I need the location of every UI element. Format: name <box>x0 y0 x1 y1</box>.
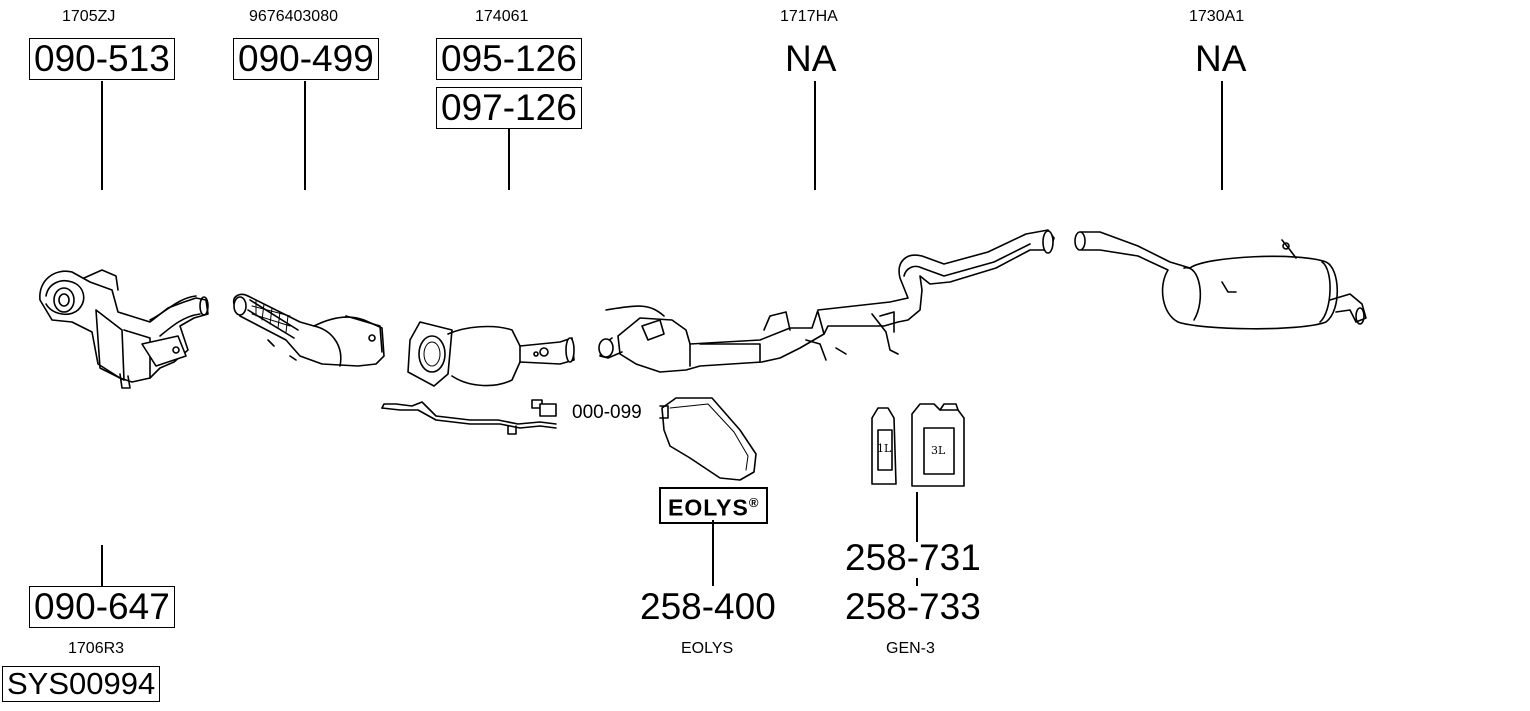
additive-label: EOLYS <box>681 640 734 657</box>
part-number-fluid-2[interactable]: 258-733 <box>845 586 981 627</box>
middle-pipe-drawing <box>598 229 1055 373</box>
leader-line <box>304 81 306 190</box>
part-number-box[interactable]: 090-499 <box>233 38 379 80</box>
bottle-large-label: 3L <box>931 444 946 457</box>
leader-line <box>916 492 918 542</box>
fluid-label: GEN-3 <box>886 640 935 657</box>
sensor-cable-drawing <box>381 399 557 435</box>
oem-label-1: 1705ZJ <box>62 8 116 25</box>
leader-line <box>814 81 816 190</box>
part-number-na: NA <box>785 38 837 79</box>
eolys-brand-logo: EOLYS® <box>659 487 769 524</box>
part-number-box[interactable]: 090-647 <box>29 586 175 628</box>
oem-label-4: 1717HA <box>780 8 838 25</box>
oem-label-3: 174061 <box>475 8 529 25</box>
part-number-box[interactable]: 090-513 <box>29 38 175 80</box>
part-number-box[interactable]: 097-126 <box>436 87 582 129</box>
bottle-small-label: 1L <box>877 442 892 455</box>
leader-line <box>1221 81 1223 190</box>
part-number-box[interactable]: 095-126 <box>436 38 582 80</box>
additive-bag-drawing <box>659 397 757 481</box>
part-number-fluid-1[interactable]: 258-731 <box>845 537 981 578</box>
particulate-filter-drawing <box>407 321 575 387</box>
part-number-additive[interactable]: 258-400 <box>640 586 776 627</box>
manifold-catalyst-drawing <box>39 269 209 389</box>
fluid-bottles-drawing <box>871 403 965 487</box>
oem-label-kit: 1706R3 <box>68 640 125 657</box>
sensor-part-number[interactable]: 000-099 <box>572 402 642 423</box>
oem-label-5: 1730A1 <box>1189 8 1245 25</box>
part-number-na: NA <box>1195 38 1247 79</box>
leader-line <box>508 129 510 190</box>
system-code-box[interactable]: SYS00994 <box>2 666 161 702</box>
flex-pipe-catalyst-drawing <box>232 293 385 367</box>
leader-line <box>916 578 918 586</box>
leader-line <box>101 81 103 190</box>
leader-line <box>101 545 103 587</box>
rear-silencer-drawing <box>1074 231 1367 330</box>
oem-label-2: 9676403080 <box>249 8 338 25</box>
leader-line <box>712 520 714 586</box>
